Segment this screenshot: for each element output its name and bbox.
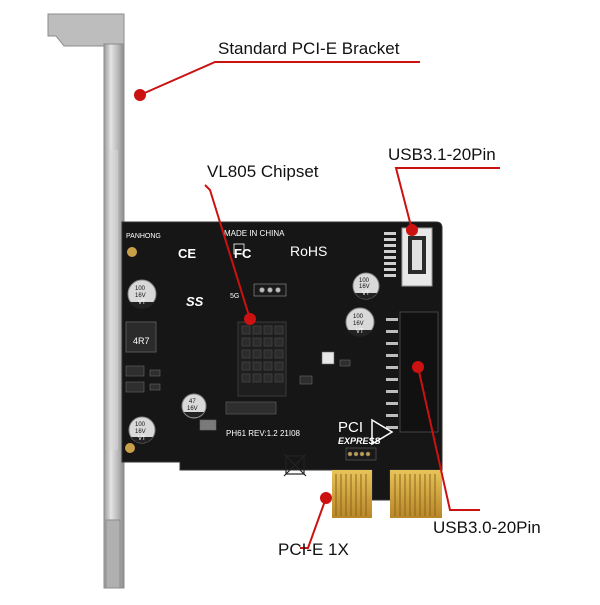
ce-mark: CE: [178, 246, 196, 261]
cap-label: 100: [135, 422, 146, 428]
brand-marking: PANHONG: [126, 233, 161, 240]
capacitor: [181, 393, 207, 419]
usb31-pointer-dot: [406, 224, 418, 236]
pcie-gold-contacts: [332, 470, 442, 518]
callout-dots: [134, 89, 424, 504]
small-box-marking: [233, 243, 245, 255]
cap-label: VT: [356, 329, 364, 335]
cap-label: VT: [138, 300, 146, 306]
pci-logo-line2: EXPRESS: [338, 436, 381, 446]
cap-label: 100: [135, 286, 146, 292]
superspeed-5g: 5G: [230, 293, 239, 300]
made-in-marking: MADE IN CHINA: [224, 229, 285, 238]
superspeed-logo: SS: [186, 294, 204, 309]
usb30-pointer-dot: [412, 361, 424, 373]
pci-logo-line1: PCI: [338, 419, 363, 436]
cap-label: 100: [359, 278, 370, 284]
usb30-pointer-line: [417, 366, 480, 511]
cap-label: 16V: [359, 284, 370, 290]
bracket-pointer-dot: [134, 89, 146, 101]
pci-express-arrow-icon: [371, 418, 394, 446]
capacitor: [345, 307, 375, 337]
capacitor: [127, 279, 157, 309]
cap-label: 16V: [353, 321, 364, 327]
inductor: [125, 321, 157, 353]
pci-bracket: [47, 13, 125, 589]
bracket-pointer-line: [139, 61, 420, 96]
smd-components: [125, 283, 377, 461]
inductor-label: 4R7: [133, 336, 150, 346]
revision-marking: PH61 REV:1.2 21I08: [226, 429, 301, 438]
usb31-header: [384, 227, 433, 287]
mounting-holes: [125, 247, 137, 453]
weee-bin-icon: [283, 453, 307, 477]
cap-label: 16V: [135, 429, 146, 435]
cap-label: 16V: [187, 406, 198, 412]
cap-label: 100: [353, 314, 364, 320]
pcie-pointer-dot: [320, 492, 332, 504]
chipset-pointer-dot: [244, 313, 256, 325]
callout-usb30: USB3.0-20Pin: [433, 518, 541, 537]
capacitor: [128, 416, 156, 444]
fc-mark: FC: [234, 246, 252, 261]
cap-label: VT: [138, 436, 146, 442]
usb31-pointer-line: [394, 167, 500, 231]
callout-bracket: Standard PCI-E Bracket: [218, 39, 400, 58]
cap-label: 16V: [135, 293, 146, 299]
pcie-pointer-line: [300, 497, 327, 549]
capacitor: [352, 272, 380, 300]
callout-chipset: VL805 Chipset: [207, 162, 319, 181]
board-markings: PANHONG MADE IN CHINA CE FC RoHS SS 5G 4…: [126, 229, 394, 446]
cap-label: VT: [362, 291, 370, 297]
chipset-heatsink: [237, 321, 287, 397]
callout-pointers: [139, 61, 500, 549]
callout-pcie: PCI-E 1X: [278, 540, 349, 559]
callout-usb31: USB3.1-20Pin: [388, 145, 496, 164]
capacitors: [127, 272, 380, 444]
rohs-mark: RoHS: [290, 243, 327, 259]
chipset-pointer-line: [204, 184, 251, 320]
cap-label: 47: [189, 399, 196, 405]
